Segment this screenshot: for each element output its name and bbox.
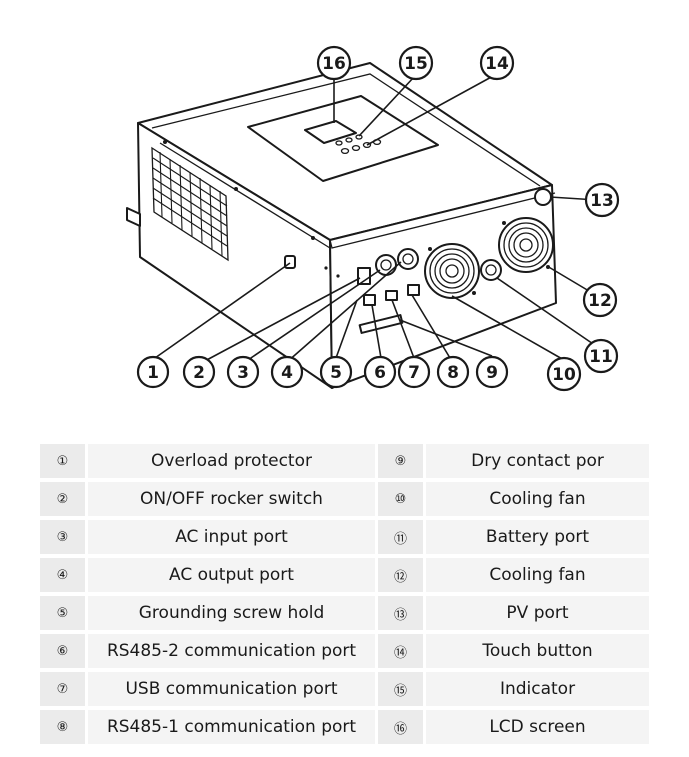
legend-label: Dry contact por [426, 444, 652, 482]
legend-label: Battery port [426, 520, 652, 558]
callout-13: 13 [584, 182, 620, 218]
svg-text:15: 15 [404, 54, 428, 74]
indicator-leds [335, 134, 363, 146]
legend-mark: ⑮ [378, 672, 426, 710]
callout-7: 7 [397, 355, 431, 389]
svg-text:9: 9 [486, 363, 498, 383]
svg-text:13: 13 [590, 191, 614, 211]
legend-label: LCD screen [426, 710, 652, 748]
dry-contact-slot [358, 314, 404, 334]
legend-table: ① Overload protector ⑨ Dry contact por ②… [40, 444, 652, 748]
svg-text:7: 7 [408, 363, 420, 383]
legend-label: Overload protector [88, 444, 378, 482]
legend-mark: ⑥ [40, 634, 88, 672]
legend-mark: ⑩ [378, 482, 426, 520]
legend-mark: ② [40, 482, 88, 520]
legend-mark: ⑯ [378, 710, 426, 748]
svg-text:12: 12 [588, 291, 612, 311]
legend-label: Indicator [426, 672, 652, 710]
legend-label: RS485-2 communication port [88, 634, 378, 672]
callout-1: 1 [136, 355, 170, 389]
cooling-fan-right [498, 217, 554, 273]
legend-mark: ⑤ [40, 596, 88, 634]
table-row: ⑦ USB communication port ⑮ Indicator [40, 672, 652, 710]
legend-label: Cooling fan [426, 558, 652, 596]
cooling-fan-left [424, 243, 480, 299]
legend-label: Touch button [426, 634, 652, 672]
callout-4: 4 [270, 355, 304, 389]
legend-mark: ⑬ [378, 596, 426, 634]
callout-15: 15 [398, 45, 434, 81]
callout-11: 11 [583, 338, 619, 374]
table-row: ⑥ RS485-2 communication port ⑭ Touch but… [40, 634, 652, 672]
svg-text:1: 1 [147, 363, 159, 383]
callout-6: 6 [363, 355, 397, 389]
ac-glands [375, 248, 502, 281]
svg-text:14: 14 [485, 54, 509, 74]
callout-12: 12 [582, 282, 618, 318]
svg-text:3: 3 [237, 363, 249, 383]
table-row: ④ AC output port ⑫ Cooling fan [40, 558, 652, 596]
callout-16: 16 [316, 45, 352, 81]
lcd-screen [304, 120, 357, 144]
svg-text:8: 8 [447, 363, 459, 383]
legend-label: ON/OFF rocker switch [88, 482, 378, 520]
legend-mark: ⑫ [378, 558, 426, 596]
table-row: ⑤ Grounding screw hold ⑬ PV port [40, 596, 652, 634]
callout-10: 10 [546, 356, 582, 392]
callout-2: 2 [182, 355, 216, 389]
callout-14: 14 [479, 45, 515, 81]
legend-label: Grounding screw hold [88, 596, 378, 634]
callout-9: 9 [475, 355, 509, 389]
table-row: ③ AC input port ⑪ Battery port [40, 520, 652, 558]
svg-text:10: 10 [552, 365, 576, 385]
comm-ports [363, 284, 420, 306]
side-vent-grill [151, 146, 229, 262]
legend-mark: ③ [40, 520, 88, 558]
legend-label: AC input port [88, 520, 378, 558]
legend-mark: ⑨ [378, 444, 426, 482]
svg-text:6: 6 [374, 363, 386, 383]
callout-3: 3 [226, 355, 260, 389]
table-row: ① Overload protector ⑨ Dry contact por [40, 444, 652, 482]
legend-label: PV port [426, 596, 652, 634]
legend-mark: ⑦ [40, 672, 88, 710]
leader-lines [154, 74, 600, 363]
legend-mark: ⑪ [378, 520, 426, 558]
legend-mark: ① [40, 444, 88, 482]
display-panel [247, 95, 439, 182]
table-row: ② ON/OFF rocker switch ⑩ Cooling fan [40, 482, 652, 520]
legend-label: Cooling fan [426, 482, 652, 520]
legend-mark: ④ [40, 558, 88, 596]
callout-5: 5 [319, 355, 353, 389]
svg-text:11: 11 [589, 347, 613, 367]
svg-text:5: 5 [330, 363, 342, 383]
pv-port [534, 188, 552, 206]
legend-label: USB communication port [88, 672, 378, 710]
svg-text:4: 4 [281, 363, 293, 383]
inverter-diagram: 1 2 3 4 5 6 7 8 9 10 11 12 13 14 15 16 [126, 45, 620, 392]
legend-mark: ⑧ [40, 710, 88, 748]
svg-text:2: 2 [193, 363, 205, 383]
legend-label: RS485-1 communication port [88, 710, 378, 748]
legend-label: AC output port [88, 558, 378, 596]
svg-text:16: 16 [322, 54, 346, 74]
callout-8: 8 [436, 355, 470, 389]
legend-mark: ⑭ [378, 634, 426, 672]
table-row: ⑧ RS485-1 communication port ⑯ LCD scree… [40, 710, 652, 748]
